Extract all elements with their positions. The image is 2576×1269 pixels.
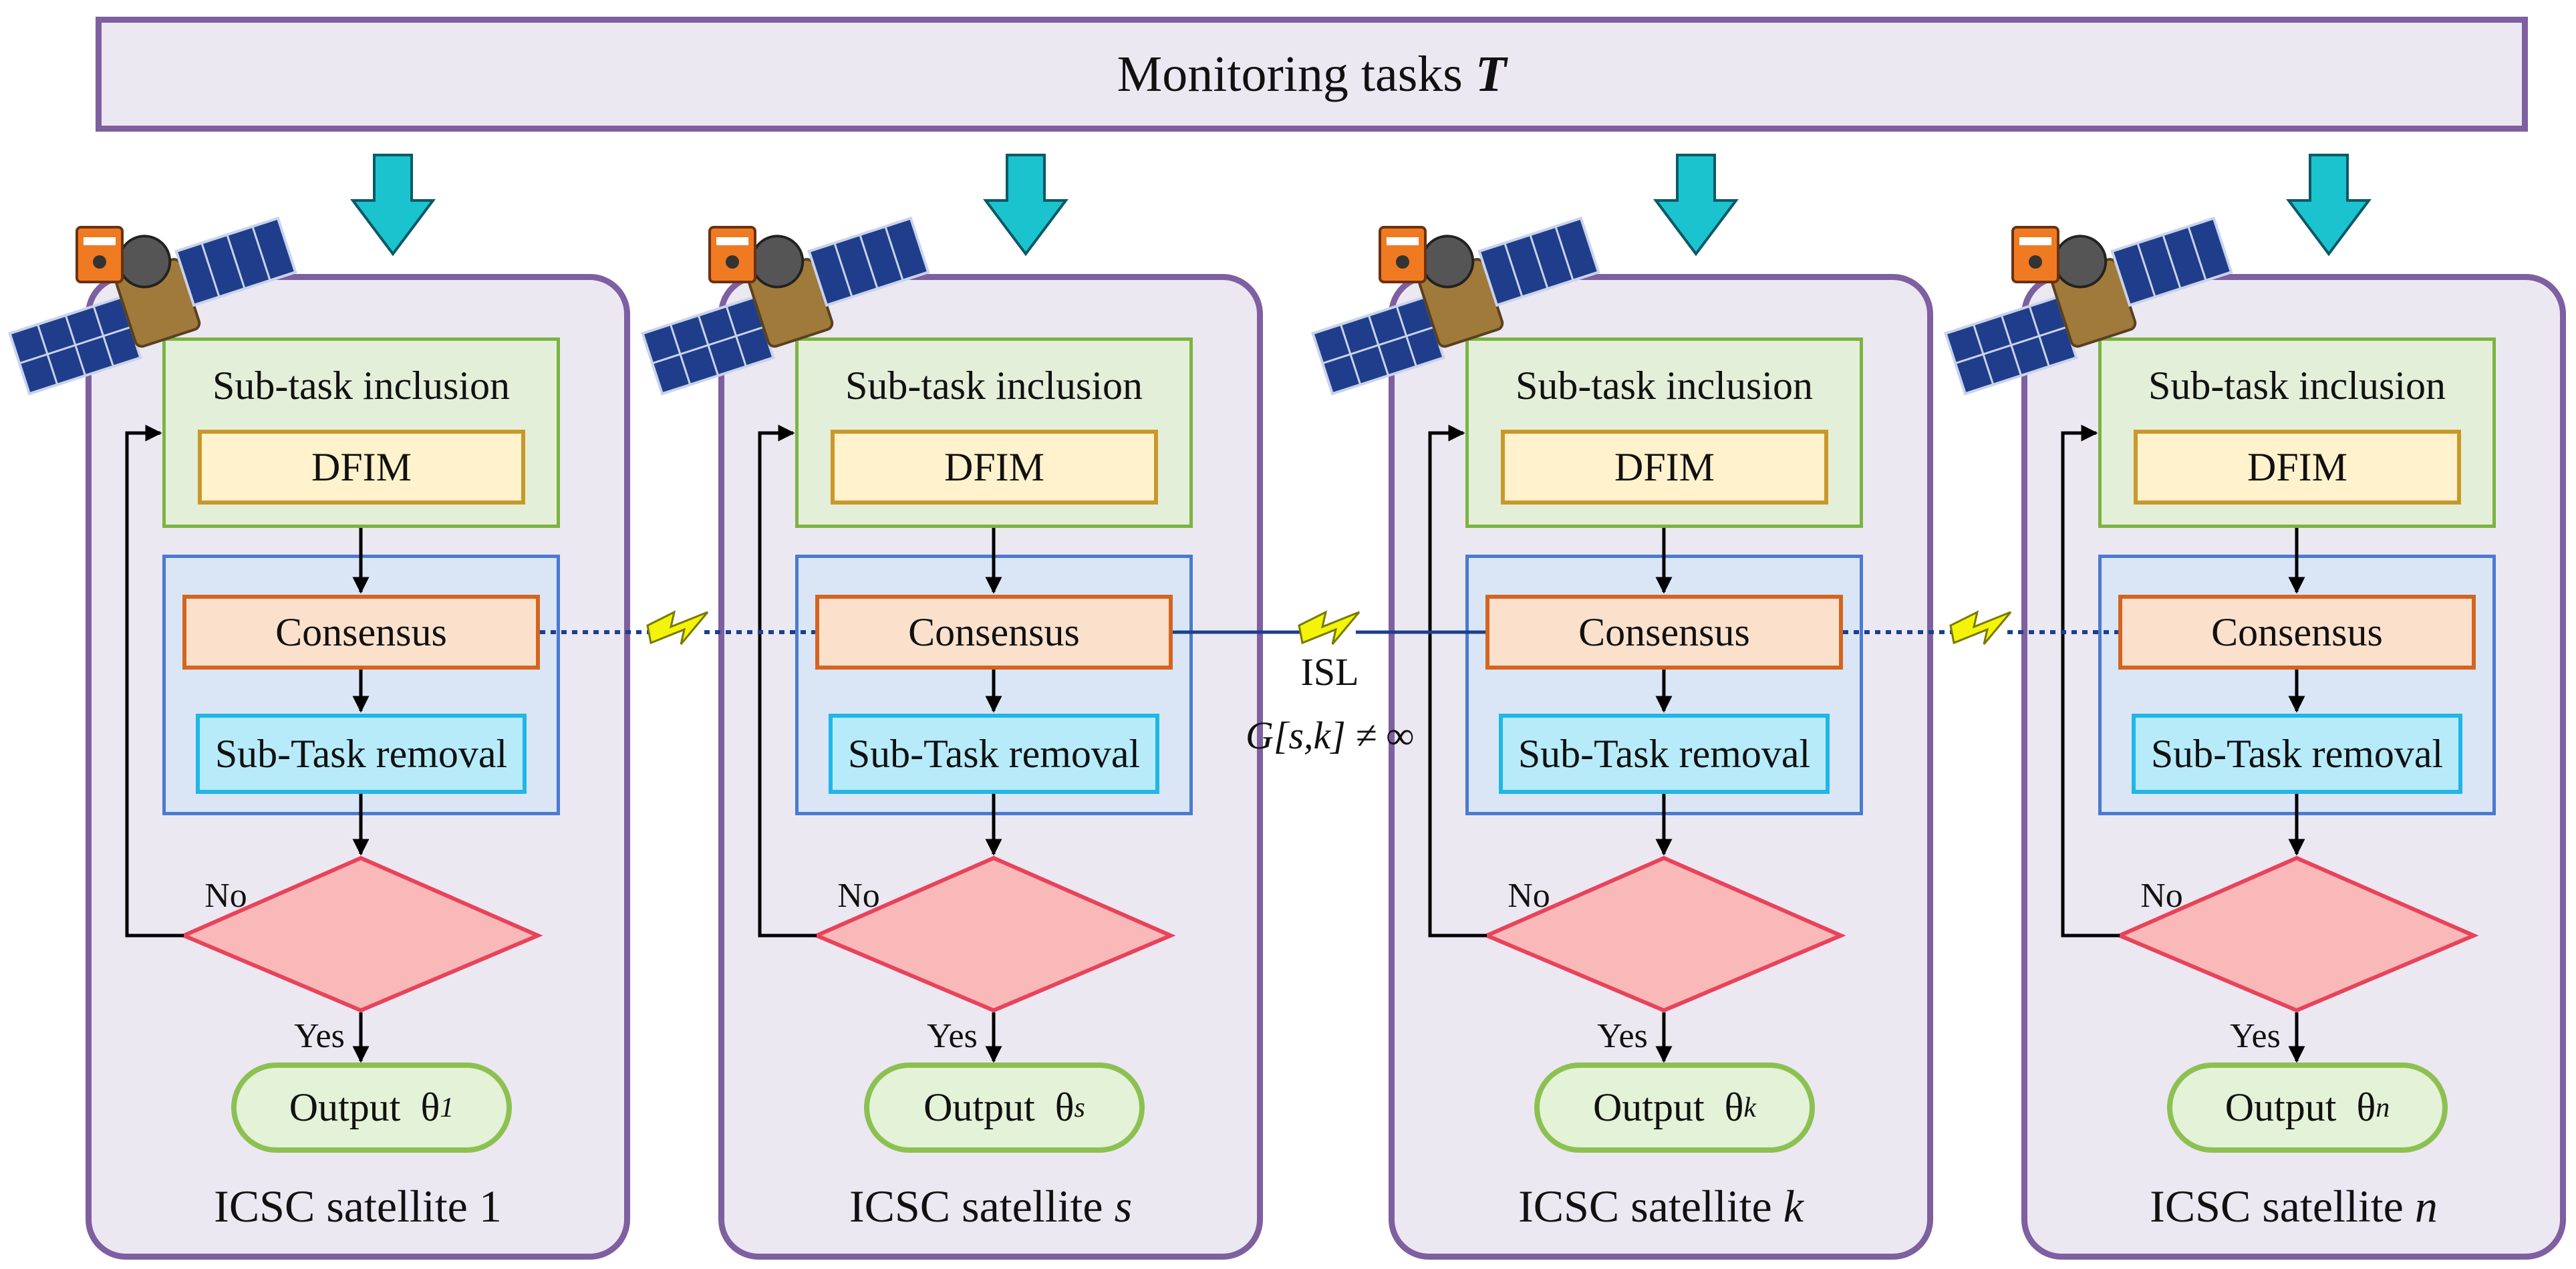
panel-title-text: ICSC satellite	[849, 1180, 1103, 1232]
down-arrow-icon	[1653, 154, 1739, 257]
dfim-box: DFIM	[2134, 430, 2461, 505]
panel-title-var: k	[1783, 1180, 1804, 1232]
no-feedback-arrow	[1428, 424, 1487, 938]
banner-text: Monitoring tasks	[1117, 45, 1463, 102]
theta-subscript: n	[2376, 1092, 2390, 1123]
output-label: Output	[1592, 1085, 1705, 1129]
theta-symbol: θ	[420, 1085, 440, 1129]
lightning-link-icon	[646, 610, 709, 645]
theta-symbol: θ	[1724, 1085, 1744, 1129]
sub-task-removal-box: Sub-Task removal	[196, 714, 527, 794]
panel-title: ICSC satellite 1	[86, 1173, 630, 1240]
dfim-box: DFIM	[1501, 430, 1828, 505]
theta-subscript: s	[1074, 1092, 1085, 1123]
no-feedback-arrow	[2061, 424, 2120, 938]
sub-task-inclusion-label: Sub-task inclusion	[2148, 364, 2446, 408]
theta-subscript: k	[1743, 1092, 1757, 1123]
theta-subscript: 1	[440, 1092, 454, 1123]
satellite-icon	[1944, 216, 2233, 396]
banner-symbol: T	[1475, 45, 1507, 102]
satellite-icon	[1311, 216, 1600, 396]
consensus-box: Consensus	[815, 595, 1173, 670]
panel-title-text: ICSC satellite	[1518, 1180, 1772, 1232]
panel-title-text: ICSC satellite	[2150, 1180, 2404, 1232]
consensus-box: Consensus	[182, 595, 540, 670]
sub-task-removal-box: Sub-Task removal	[1499, 714, 1830, 794]
yes-label: Yes	[927, 1016, 978, 1055]
isl-formula: G[s,k] ≠ ∞	[1245, 713, 1415, 757]
panel-title-var: s	[1114, 1180, 1133, 1232]
monitoring-tasks-banner: Monitoring tasks T	[96, 17, 2528, 132]
dfim-box: DFIM	[198, 430, 525, 505]
panel-title-var: n	[2414, 1180, 2438, 1232]
output-label: Output	[923, 1085, 1035, 1129]
sub-task-removal-box: Sub-Task removal	[829, 714, 1159, 794]
dfim-box: DFIM	[831, 430, 1158, 505]
consensus-box: Consensus	[1485, 595, 1843, 670]
no-label: No	[204, 876, 247, 915]
output-label: Output	[289, 1085, 401, 1129]
panel-title: ICSC satellite k	[1389, 1173, 1933, 1240]
no-label: No	[2140, 876, 2183, 915]
theta-symbol: θ	[1054, 1085, 1075, 1129]
converged-diamond	[178, 855, 543, 1013]
panel-title-text: ICSC satellite	[214, 1180, 468, 1232]
converged-diamond	[811, 855, 1176, 1013]
satellite-icon	[8, 216, 297, 396]
sub-task-inclusion-label: Sub-task inclusion	[212, 364, 510, 408]
sub-task-removal-box: Sub-Task removal	[2132, 714, 2462, 794]
consensus-box: Consensus	[2118, 595, 2476, 670]
converged-diamond	[2114, 855, 2479, 1013]
no-feedback-arrow	[758, 424, 817, 938]
lightning-link-icon	[1949, 610, 2012, 645]
panel-title-var: 1	[478, 1180, 502, 1232]
converged-diamond	[1481, 855, 1846, 1013]
lightning-link-icon	[1298, 610, 1361, 645]
down-arrow-icon	[350, 154, 436, 257]
no-feedback-arrow	[125, 424, 184, 938]
down-arrow-icon	[2286, 154, 2372, 257]
sub-task-inclusion-label: Sub-task inclusion	[845, 364, 1143, 408]
output-label: Output	[2225, 1085, 2337, 1129]
isl-label: ISL	[1300, 650, 1359, 694]
panel-title: ICSC satellite n	[2021, 1173, 2566, 1240]
satellite-icon	[641, 216, 930, 396]
yes-label: Yes	[1597, 1016, 1648, 1055]
no-label: No	[1508, 876, 1550, 915]
no-label: No	[837, 876, 880, 915]
yes-label: Yes	[294, 1016, 345, 1055]
down-arrow-icon	[983, 154, 1068, 257]
sub-task-inclusion-label: Sub-task inclusion	[1516, 364, 1813, 408]
panel-title: ICSC satellite s	[718, 1173, 1263, 1240]
yes-label: Yes	[2230, 1016, 2281, 1055]
theta-symbol: θ	[2356, 1085, 2376, 1129]
